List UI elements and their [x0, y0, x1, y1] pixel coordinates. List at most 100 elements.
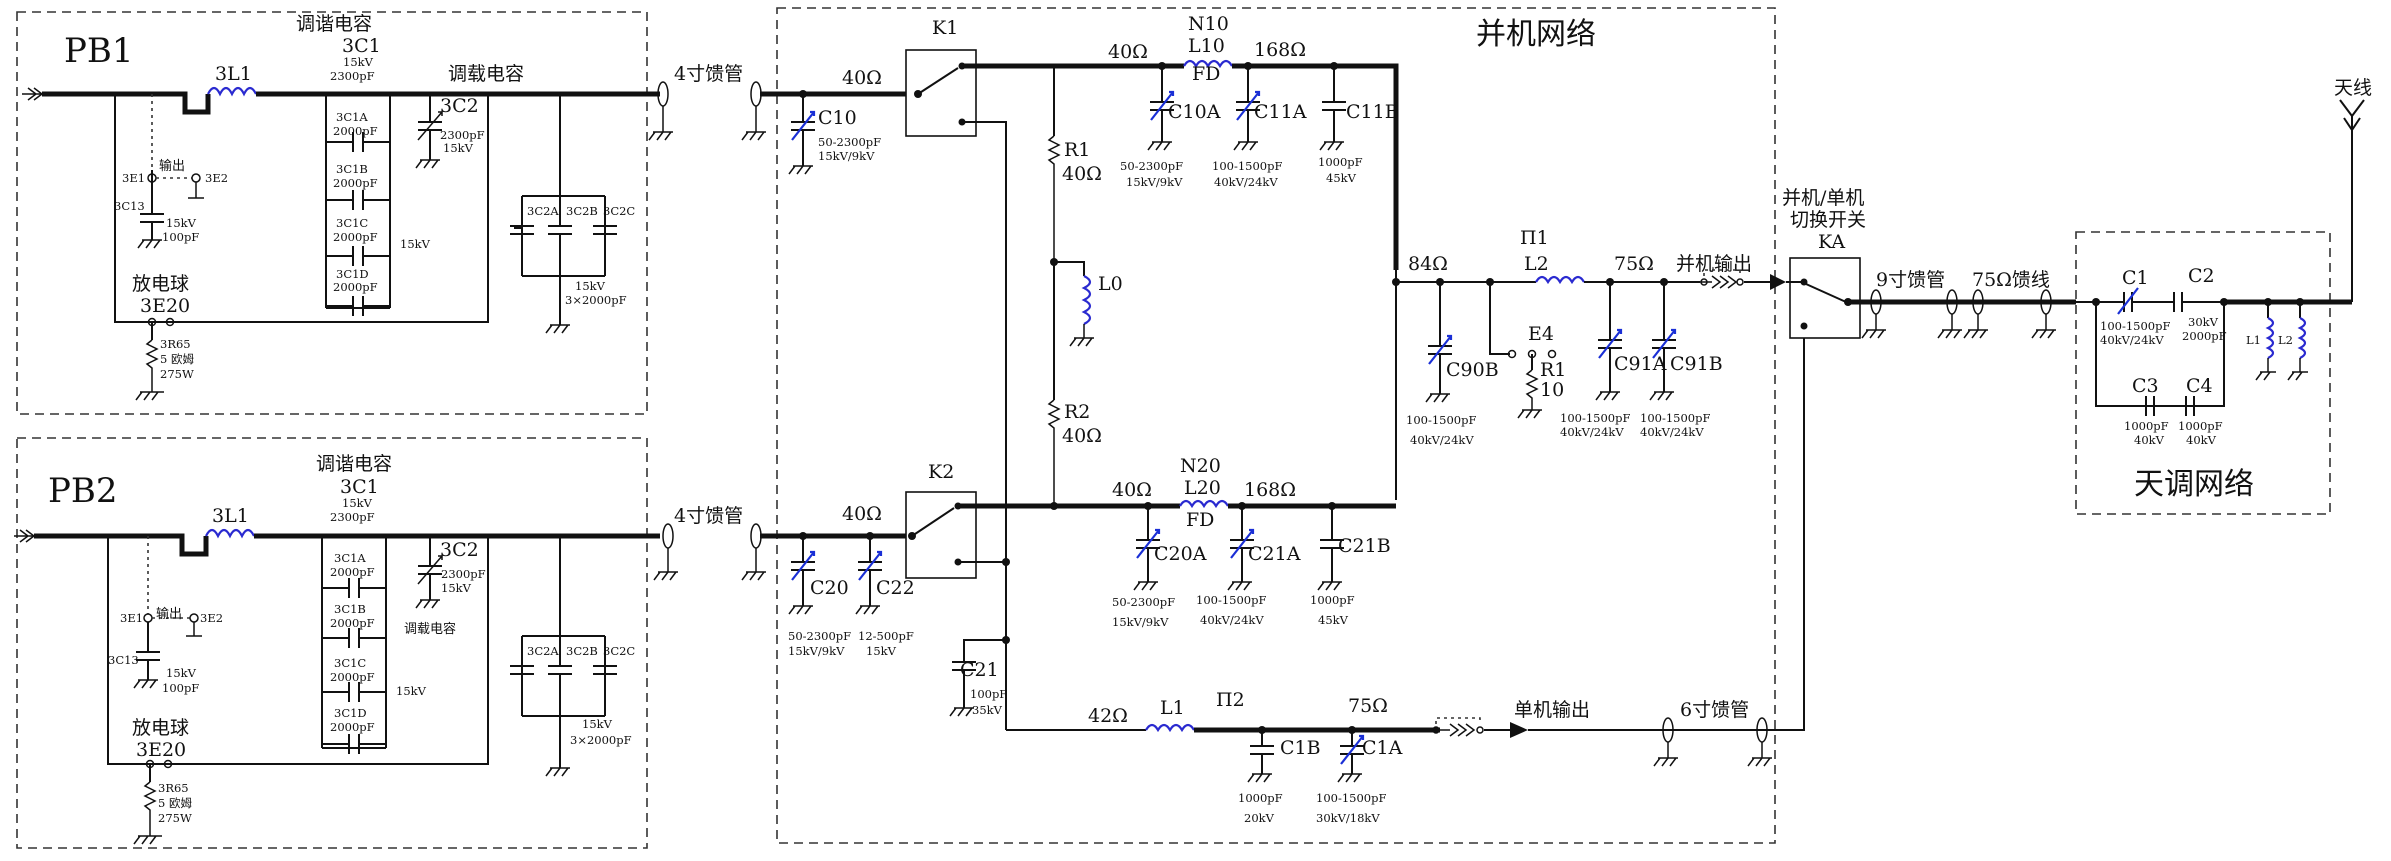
c21a-voltage: 40kV/24kV — [1200, 613, 1264, 627]
feeder-75-ground-b-icon — [2031, 314, 2056, 339]
c21a-ground-icon — [1227, 581, 1252, 591]
e4-gap-a-icon — [1507, 349, 1517, 359]
parallel-network: 并机网络 40Ω 40Ω C10 50-2300pF 15kV/9kV C20 … — [760, 13, 1805, 825]
c10a-label: C10A — [1168, 101, 1221, 123]
e4-left-lead — [1489, 282, 1510, 355]
c10a-ground-icon — [1147, 141, 1172, 151]
l0-inductor-icon — [1081, 275, 1092, 325]
c91a-cap-icon — [1598, 282, 1622, 392]
c91b-variable-arrow-icon — [1652, 328, 1677, 359]
feeder-75-ground-a-icon — [1963, 314, 1988, 339]
pb2-output-label: 输出 — [156, 606, 182, 622]
pb1-3e2-terminal-icon — [191, 173, 201, 183]
pb1-3l1-label: 3L1 — [215, 63, 252, 85]
feeder-6in-ground-b-icon — [1747, 742, 1772, 767]
ka-title-line1: 并机/单机 — [1782, 187, 1864, 209]
pb1-3c1b-cap-icon — [326, 190, 390, 210]
c10-ground-icon — [788, 165, 813, 175]
n20-left-impedance: 40Ω — [1112, 479, 1152, 501]
pb2-3c1-capacitance: 2300pF — [330, 510, 375, 524]
c11a-variable-arrow-icon — [1236, 90, 1261, 121]
c20a-label: C20A — [1154, 543, 1207, 565]
atu-c2-capacitance: 2000pF — [2182, 329, 2227, 343]
pb2-3l1-inductor-icon — [205, 528, 255, 539]
pb1-3c1d-cap-icon — [326, 296, 390, 316]
pb1-3c1a-cap-icon — [326, 132, 390, 152]
pb2-feeder-ring-a-icon — [662, 523, 674, 549]
pb1-3c1-voltage: 15kV — [343, 55, 374, 69]
atu-l1-label: L1 — [2246, 333, 2261, 347]
single-output-feeder-line — [1528, 326, 1805, 731]
pb2-3c2a-cap-icon — [510, 665, 534, 675]
k1-lower-out — [962, 121, 1007, 730]
pb2-3c2a-label: 3C2A — [527, 644, 559, 658]
c20-cap-icon — [791, 536, 815, 606]
pb1-3e2-ground-icon — [188, 182, 204, 199]
c90b-voltage: 40kV/24kV — [1410, 433, 1474, 447]
pb1-3r65-power: 275W — [160, 367, 194, 381]
c11b-label: C11B — [1346, 101, 1399, 123]
pb2-3c1b-label: 3C1B — [334, 602, 366, 616]
atu-c4-label: C4 — [2186, 375, 2213, 397]
pb1-3c2b-label: 3C2B — [566, 204, 598, 218]
pb1-3c2-variable-arrow-icon — [417, 111, 443, 141]
pi1-input-impedance: 84Ω — [1408, 253, 1448, 275]
c10a-capacitance: 50-2300pF — [1120, 159, 1183, 173]
c90b-capacitance: 100-1500pF — [1406, 413, 1476, 427]
n10-right-impedance: 168Ω — [1254, 39, 1306, 61]
c22-voltage: 15kV — [866, 644, 897, 658]
parallel-network-title: 并机网络 — [1476, 17, 1596, 52]
pb2-3c13-cap-icon — [136, 622, 160, 680]
antenna-tuning-network: 天调网络 C1 100-1500pF 40kV/24kV C2 30kV 200… — [2076, 77, 2372, 502]
k2-lower-node — [1002, 558, 1010, 566]
c91b-capacitance: 100-1500pF — [1640, 411, 1710, 425]
pb2-3c2b-cap-icon — [548, 636, 572, 716]
c91b-ground-icon — [1649, 391, 1674, 401]
c91a-variable-arrow-icon — [1598, 328, 1623, 359]
pb1-tuning-cap-title: 调谐电容 — [296, 13, 372, 35]
pb1-3c1d-cap: 2000pF — [333, 280, 378, 294]
pb1-input-arrow-icon — [22, 87, 44, 101]
c20-label: C20 — [810, 577, 849, 599]
pb1-3c2a-label: 3C2A — [527, 204, 559, 218]
pb2-3r65-ground-icon — [133, 835, 162, 845]
c22-variable-arrow-icon — [858, 550, 883, 581]
r2-node — [1050, 502, 1058, 510]
c10-label: C10 — [818, 107, 857, 129]
atu-l2-inductor-icon — [2297, 317, 2307, 359]
c20a-capacitance: 50-2300pF — [1112, 595, 1175, 609]
atu-l2-label: L2 — [2278, 333, 2293, 347]
pb1-3c1c-cap: 2000pF — [333, 230, 378, 244]
c10-capacitance: 50-2300pF — [818, 135, 881, 149]
pb2-3c1-label: 3C1 — [340, 476, 379, 498]
pb1-3c1b-label: 3C1B — [336, 162, 368, 176]
c1a-variable-arrow-icon — [1340, 734, 1365, 765]
c10a-variable-arrow-icon — [1150, 90, 1175, 121]
c20-voltage: 15kV/9kV — [788, 644, 845, 658]
k2-label: K2 — [928, 461, 954, 483]
c91a-voltage: 40kV/24kV — [1560, 425, 1624, 439]
ka-blade-icon — [1805, 283, 1847, 303]
pb1-3c2-ground-icon — [415, 159, 440, 169]
pb2-3c1b-cap: 2000pF — [330, 616, 375, 630]
pb1-3l1-inductor-icon — [207, 86, 257, 97]
c90b-label: C90B — [1446, 359, 1499, 381]
parallel-network-enclosure — [776, 7, 1776, 844]
pb2-tuning-cap-title: 调谐电容 — [316, 453, 392, 475]
atu-c3-label: C3 — [2132, 375, 2159, 397]
c11a-capacitance: 100-1500pF — [1212, 159, 1282, 173]
pb2-return-loop — [107, 536, 489, 765]
pb2-3c13-capacitance: 100pF — [162, 681, 199, 695]
pi2-label: Π2 — [1216, 689, 1245, 711]
pb2-panel: PB2 3L1 调谐电容 3C1 15kV 2300pF 3C1A 2000pF… — [14, 453, 766, 845]
pb2-3c1-bank-voltage: 15kV — [396, 684, 427, 698]
pb1-3c2-label: 3C2 — [440, 95, 479, 117]
pb2-3c1a-cap: 2000pF — [330, 565, 375, 579]
c1b-cap-icon — [1250, 730, 1274, 774]
pb1-panel: PB1 3L1 调谐电容 3C1 15kV 2300pF 3C1A 2000pF… — [22, 13, 766, 401]
pb1-3e2-label: 3E2 — [205, 171, 228, 185]
pb2-3c2c-cap-icon — [593, 636, 617, 716]
pb2-3c2b-label: 3C2B — [566, 644, 598, 658]
antenna-tuning-enclosure — [2075, 231, 2331, 515]
c20a-ground-icon — [1133, 581, 1158, 591]
